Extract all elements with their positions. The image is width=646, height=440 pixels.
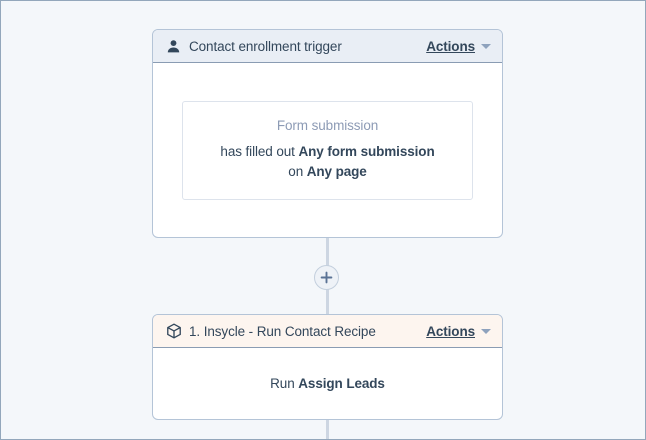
criteria-line-1: has filled out Any form submission [197,142,458,162]
connector-line-upper [326,237,329,269]
trigger-card-body: Form submission has filled out Any form … [153,63,502,237]
enrollment-criteria-box[interactable]: Form submission has filled out Any form … [182,100,473,200]
plus-icon [320,271,333,284]
criteria-line-2-value: Any page [306,163,367,179]
add-step-button[interactable] [314,265,339,290]
action-card-title: 1. Insycle - Run Contact Recipe [189,323,376,339]
action-summary-prefix: Run [270,376,299,391]
criteria-line-2-prefix: on [288,163,307,179]
trigger-card-title: Contact enrollment trigger [189,38,342,54]
contact-person-icon [165,38,182,55]
criteria-line-1-prefix: has filled out [220,143,299,159]
action-summary-text: Run Assign Leads [270,376,385,391]
connector-line-tail [326,419,329,439]
chevron-down-icon [481,328,491,334]
trigger-card-header: Contact enrollment trigger Actions [153,30,502,63]
chevron-down-icon [481,43,491,49]
action-actions-dropdown[interactable]: Actions [426,324,491,339]
trigger-actions-label: Actions [426,38,475,54]
connector-line-lower [326,287,329,319]
action-actions-label: Actions [426,323,475,339]
action-card-header: 1. Insycle - Run Contact Recipe Actions [153,315,502,348]
criteria-line-1-value: Any form submission [298,143,435,159]
criteria-type-label: Form submission [276,117,379,133]
cube-box-icon [165,323,182,340]
insycle-action-card[interactable]: 1. Insycle - Run Contact Recipe Actions … [152,314,503,420]
trigger-actions-dropdown[interactable]: Actions [426,39,491,54]
contact-enrollment-trigger-card[interactable]: Contact enrollment trigger Actions Form … [152,29,503,238]
action-card-body: Run Assign Leads [153,348,502,419]
criteria-line-2: on Any page [197,162,458,182]
action-summary-value: Assign Leads [298,376,385,391]
